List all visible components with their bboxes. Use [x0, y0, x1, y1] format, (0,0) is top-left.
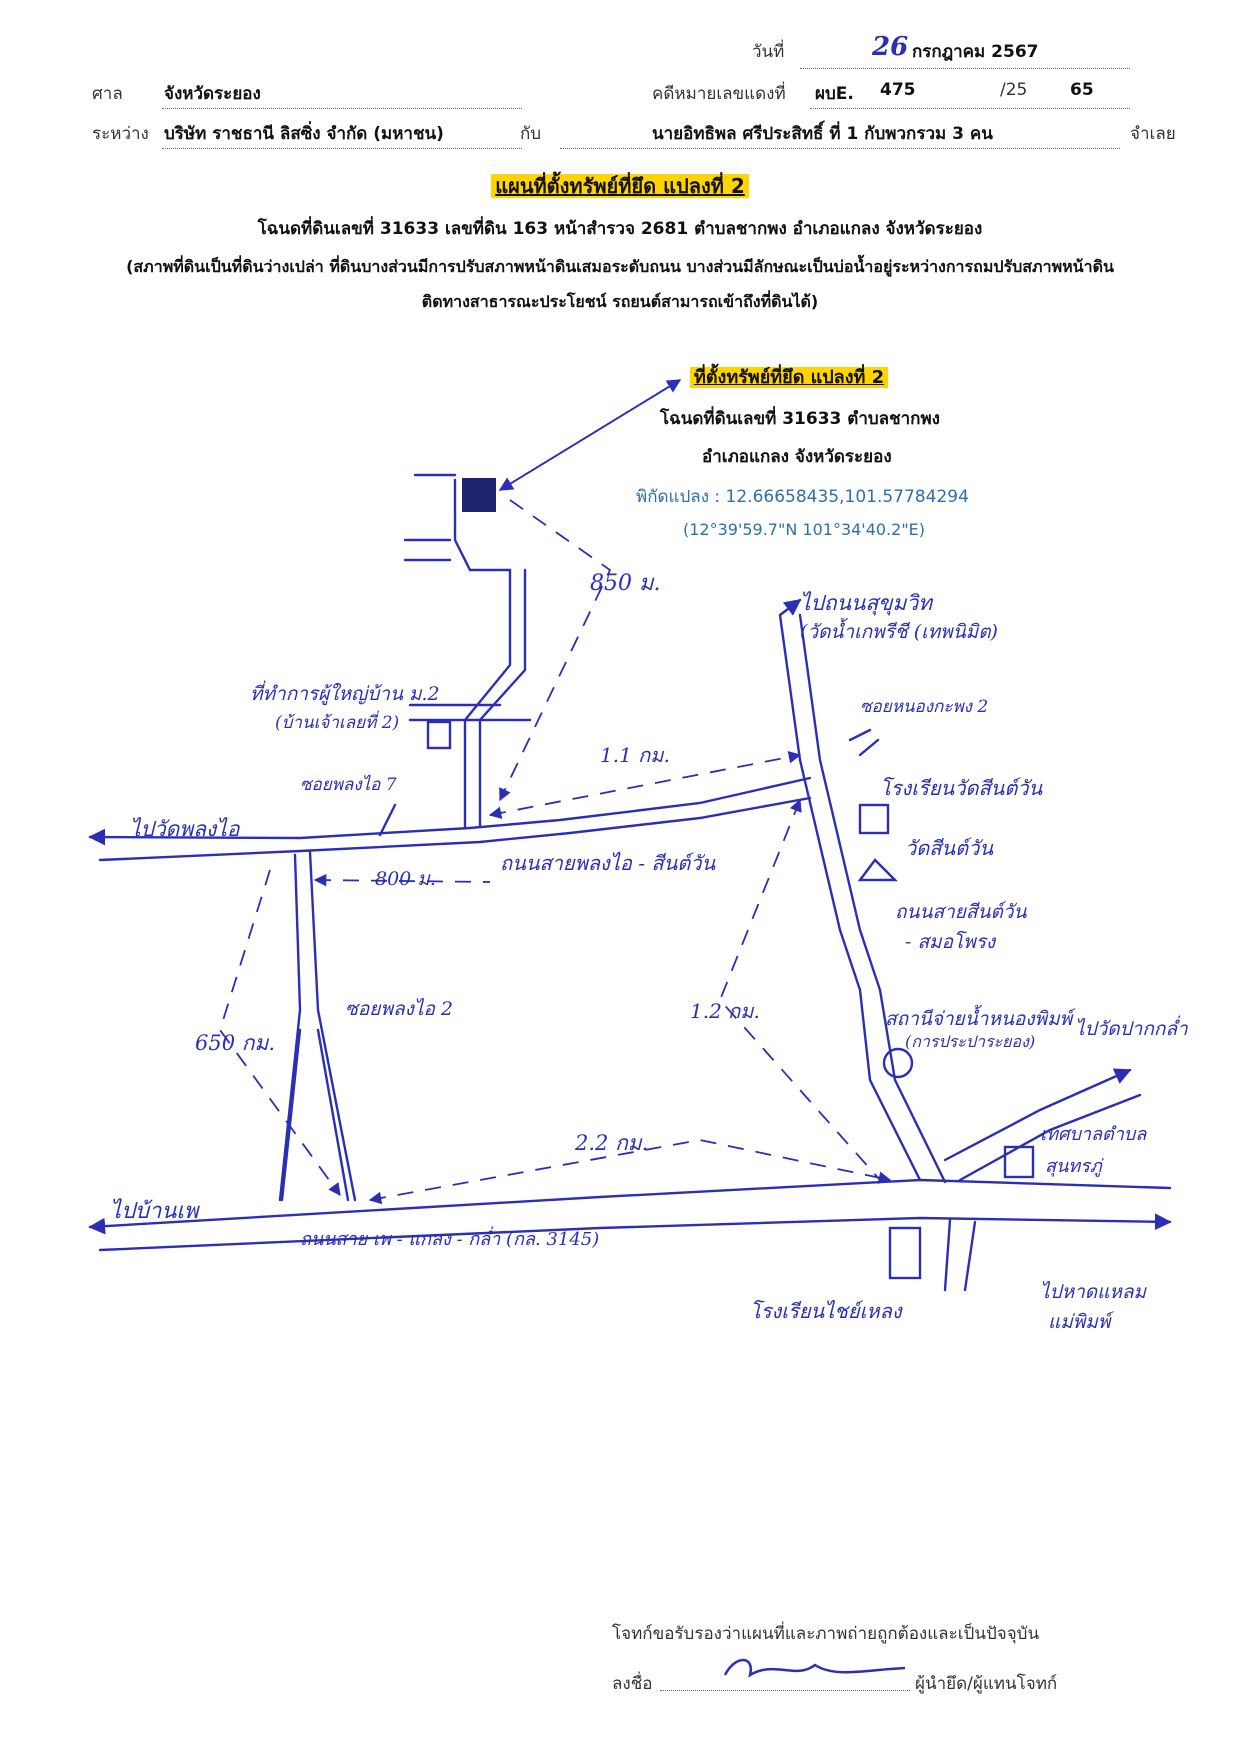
plaintiff: บริษัท ราชธานี ลิสซิ่ง จำกัด (มหาชน)	[164, 124, 444, 144]
date-line	[800, 68, 1130, 69]
court-label: ศาล	[92, 84, 123, 104]
label-to-beach: ไปหาดแหลม	[1040, 1280, 1148, 1303]
defendant-role: จำเลย	[1130, 124, 1176, 144]
label-wat: วัดสีนต์วัน	[905, 836, 994, 860]
parcel-coordinates: พิกัดแปลง : 12.66658435,101.57784294	[636, 487, 969, 507]
label-school2: โรงเรียนไชย์เหลง	[750, 1299, 903, 1323]
callout-deed: โฉนดที่ดินเลขที่ 31633 ตำบลชากพง	[660, 409, 940, 429]
case-number: 475	[880, 80, 916, 100]
land-access: ติดทางสาธารณะประโยชน์ รถยนต์สามารถเข้าถึ…	[421, 292, 819, 311]
date-label: วันที่	[752, 42, 785, 62]
label-temple-top: (วัดน้ำเกพรีชี (เทพนิมิต)	[800, 617, 998, 643]
sign-role: ผู้นำยึด/ผู้แทนโจทก์	[915, 1674, 1058, 1694]
label-dist-2-2: 2.2 กม.	[574, 1131, 648, 1155]
label-municipality: เทศบาลตำบล	[1040, 1124, 1147, 1145]
case-year-prefix: /25	[1000, 80, 1028, 100]
label-road-sommo: - สมอโพรง	[905, 930, 997, 953]
label-road-phe-klang: ถนนสาย เพ - แกลง - กล่ำ (กล. 3145)	[300, 1226, 599, 1250]
label-school: โรงเรียนวัดสีนต์วัน	[880, 776, 1044, 800]
label-gas-station-sub: (การประปาระยอง)	[905, 1032, 1035, 1051]
label-village-office-sub: (บ้านเจ้าเลยที่ 2)	[275, 710, 399, 733]
label-gas-station: สถานีจ่ายน้ำหนองพิมพ์	[885, 1004, 1076, 1030]
label-dist-650: 650 กม.	[195, 1031, 275, 1055]
defendant-line	[560, 148, 1120, 149]
date-day: 26	[872, 32, 909, 62]
label-soi-phlio-2: ซอยพลงไอ 2	[345, 997, 453, 1020]
sign-label: ลงชื่อ	[612, 1674, 653, 1694]
certify-statement: โจทก์ขอรับรองว่าแผนที่และภาพถ่ายถูกต้องแ…	[612, 1624, 1040, 1644]
with-label: กับ	[520, 124, 542, 144]
case-prefix: ผบE.	[815, 84, 854, 104]
callout-heading: ที่ตั้งทรัพย์ที่ยึด แปลงที่ 2	[690, 367, 889, 388]
signature-line	[660, 1690, 910, 1691]
map-heading: แผนที่ตั้งทรัพย์ที่ยึด แปลงที่ 2	[491, 174, 749, 198]
case-label: คดีหมายเลขแดงที่	[652, 84, 786, 104]
label-soi-noen-kho-2: ซอยหนองกะพง 2	[860, 697, 988, 717]
label-dist-1-2: 1.2 กม.	[690, 999, 760, 1023]
date-month-year: กรกฎาคม 2567	[912, 42, 1039, 62]
plaintiff-line	[162, 148, 522, 149]
defendant: นายอิทธิพล ศรีประสิทธิ์ ที่ 1 กับพวกรวม …	[652, 124, 993, 144]
label-road-phlio-sinwan: ถนนสายพลงไอ - สีนต์วัน	[500, 851, 716, 875]
parcel-dms: (12°39'59.7"N 101°34'40.2"E)	[683, 520, 926, 539]
label-village-office: ที่ทำการผู้ใหญ่บ้าน ม.2	[250, 680, 440, 705]
label-dist-800: 800 ม.	[375, 868, 436, 890]
seized-parcel	[462, 478, 496, 512]
callout-district: อำเภอแกลง จังหวัดระยอง	[702, 447, 892, 467]
between-label: ระหว่าง	[92, 124, 149, 144]
case-line	[810, 108, 1130, 109]
label-dist-1-1: 1.1 กม.	[600, 743, 670, 767]
label-road-sinwan: ถนนสายสีนต์วัน	[895, 901, 1027, 923]
label-to-sukhumvit: ไปถนนสุขุมวิท	[800, 591, 934, 616]
label-soi-phlio-7: ซอยพลงไอ 7	[300, 774, 397, 795]
label-dist-850: 850 ม.	[590, 571, 660, 596]
label-to-ban-phe: ไปบ้านเพ	[110, 1198, 201, 1224]
case-year: 65	[1070, 80, 1094, 100]
label-to-beach2: แม่พิมพ์	[1048, 1311, 1114, 1333]
label-to-wat-pakkla: ไปวัดปากกล่ำ	[1075, 1015, 1189, 1040]
land-condition: (สภาพที่ดินเป็นที่ดินว่างเปล่า ที่ดินบาง…	[126, 257, 1114, 276]
deed-description: โฉนดที่ดินเลขที่ 31633 เลขที่ดิน 163 หน้…	[257, 219, 983, 239]
label-to-wat-phlio: ไปวัดพลงไอ	[130, 817, 241, 841]
label-municipality-sub: สุนทรภู่	[1045, 1156, 1104, 1177]
court-line	[162, 108, 522, 109]
court-value: จังหวัดระยอง	[164, 84, 261, 104]
signature	[723, 1658, 906, 1678]
